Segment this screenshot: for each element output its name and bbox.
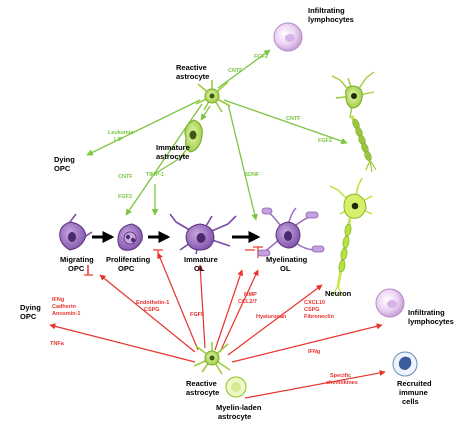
factor-cntf-lymph: CNTF <box>228 68 243 74</box>
factor-cspg-right: CSPG <box>304 307 320 313</box>
immature-ol <box>169 213 237 255</box>
lymphocyte-bottom <box>375 288 405 318</box>
label-myelinating-1: Myelinating <box>266 255 308 264</box>
label-reactive-top-2: astrocyte <box>176 72 209 81</box>
migrating-opc <box>59 213 93 251</box>
label-infiltrating-bottom-1: Infiltrating <box>408 308 445 317</box>
factor-cntf-neuron: CNTF <box>286 116 301 122</box>
label-dying-opc-top-1: Dying <box>54 155 75 164</box>
factor-mmp: MMP <box>244 292 257 298</box>
reactive-astrocyte-top <box>195 80 231 113</box>
factor-timp1: TIMP-1 <box>146 172 164 178</box>
label-proliferating-1: Proliferating <box>106 255 151 264</box>
factor-hyaluronan: Hyaluronan <box>256 314 287 320</box>
label-recruited-2: immune <box>399 388 428 397</box>
label-immature-astro-2: astrocyte <box>156 152 189 161</box>
label-reactive-top-1: Reactive <box>176 63 207 72</box>
myelin-laden-astrocyte <box>225 376 247 398</box>
arrow-to-immature-ol-2 <box>214 269 244 351</box>
factor-ifng-right: IFNg <box>308 349 320 355</box>
arrow-to-proliferating <box>157 252 199 351</box>
reactive-astrocyte-bottom <box>193 342 231 375</box>
factor-endothelin: Endothelin-1 <box>136 300 169 306</box>
factor-ccl: CCL2/7 <box>238 299 257 305</box>
label-infiltrating-bottom-2: lymphocytes <box>408 317 454 326</box>
arrow-reactive-to-dying-opc <box>86 99 201 156</box>
arrow-reactive-to-immature-astro <box>200 105 211 121</box>
factor-fgf2-lymph: FGF2 <box>254 54 268 60</box>
factor-chemokines: chemokines <box>326 380 358 386</box>
arrow-to-dying-opc <box>49 323 196 363</box>
factor-lif: LIF <box>114 137 123 143</box>
label-immature-ol-2: OL <box>194 264 205 273</box>
arrow-reactive-to-lymph <box>217 49 271 89</box>
label-reactive-bottom-2: astrocyte <box>186 388 219 397</box>
label-immature-astro-1: Immature <box>156 143 190 152</box>
proliferating-opc <box>117 223 143 251</box>
arrow-immature-astro-to-timp <box>152 154 186 176</box>
arrow-to-immature-ol <box>197 264 206 349</box>
label-infiltrating-top-1: Infiltrating <box>308 6 345 15</box>
factor-specific: Specific <box>330 373 351 379</box>
neuron-bottom <box>329 177 373 297</box>
arrow-to-neuron <box>227 284 323 356</box>
factor-cspg-mid: CSPG <box>144 307 160 313</box>
label-dying-opc-top-2: OPC <box>54 164 71 173</box>
label-dying-opc-bottom-2: OPC <box>20 312 37 321</box>
label-recruited-1: Recruited <box>397 379 432 388</box>
red-factor-labels: IFNg Cadherin Anosmin-1 Endothelin-1 CSP… <box>50 292 358 386</box>
factor-leukemia: Leukemia <box>108 130 134 136</box>
label-immature-ol-1: Immature <box>184 255 218 264</box>
arrow-to-recruited <box>244 370 386 399</box>
arrow-to-lymph <box>231 323 383 363</box>
label-recruited-3: cells <box>402 397 419 406</box>
arrow-to-migrating <box>99 274 196 353</box>
label-migrating-1: Migrating <box>60 255 94 264</box>
label-myelinating-2: OL <box>280 264 291 273</box>
factor-anosmin: Anosmin-1 <box>52 311 80 317</box>
cell-labels: Infiltrating lymphocytes Reactive astroc… <box>20 6 454 421</box>
label-myelin-laden-1: Myelin-laden <box>216 403 262 412</box>
arrow-to-myelinating <box>219 269 259 353</box>
label-reactive-bottom-1: Reactive <box>186 379 217 388</box>
lymphocyte-top <box>273 22 303 52</box>
label-myelin-laden-2: astrocyte <box>218 412 251 421</box>
neuron-top <box>331 71 377 173</box>
arrow-reactive-to-myelinating <box>227 103 258 221</box>
label-infiltrating-top-2: lymphocytes <box>308 15 354 24</box>
label-proliferating-2: OPC <box>118 264 135 273</box>
factor-ifng: IFNg <box>52 297 64 303</box>
green-factor-labels: CNTF FGF2 CNTF FGF2 Leukemia LIF CNTF FG… <box>108 54 332 200</box>
immature-astrocyte <box>179 119 203 159</box>
label-dying-opc-bottom-1: Dying <box>20 303 41 312</box>
arrow-reactive-to-neuron <box>223 99 348 145</box>
factor-fgf2-neuron: FGF2 <box>318 138 332 144</box>
label-neuron: Neuron <box>325 289 352 298</box>
factor-cxcl10: CXCL10 <box>304 300 325 306</box>
factor-fgf2-left: FGF2 <box>118 194 132 200</box>
label-migrating-2: OPC <box>68 264 85 273</box>
factor-fgf9: FGF9 <box>190 312 204 318</box>
factor-bdnf: BDNF <box>244 172 260 178</box>
myelinating-ol <box>257 207 325 257</box>
factor-cntf-left: CNTF <box>118 174 133 180</box>
factor-cadherin: Cadherin <box>52 304 76 310</box>
factor-tnfa: TNFa <box>50 341 65 347</box>
factor-fibronectin: Fibronectin <box>304 314 335 320</box>
recruited-immune-cell <box>392 351 418 377</box>
red-pathways <box>49 249 386 399</box>
